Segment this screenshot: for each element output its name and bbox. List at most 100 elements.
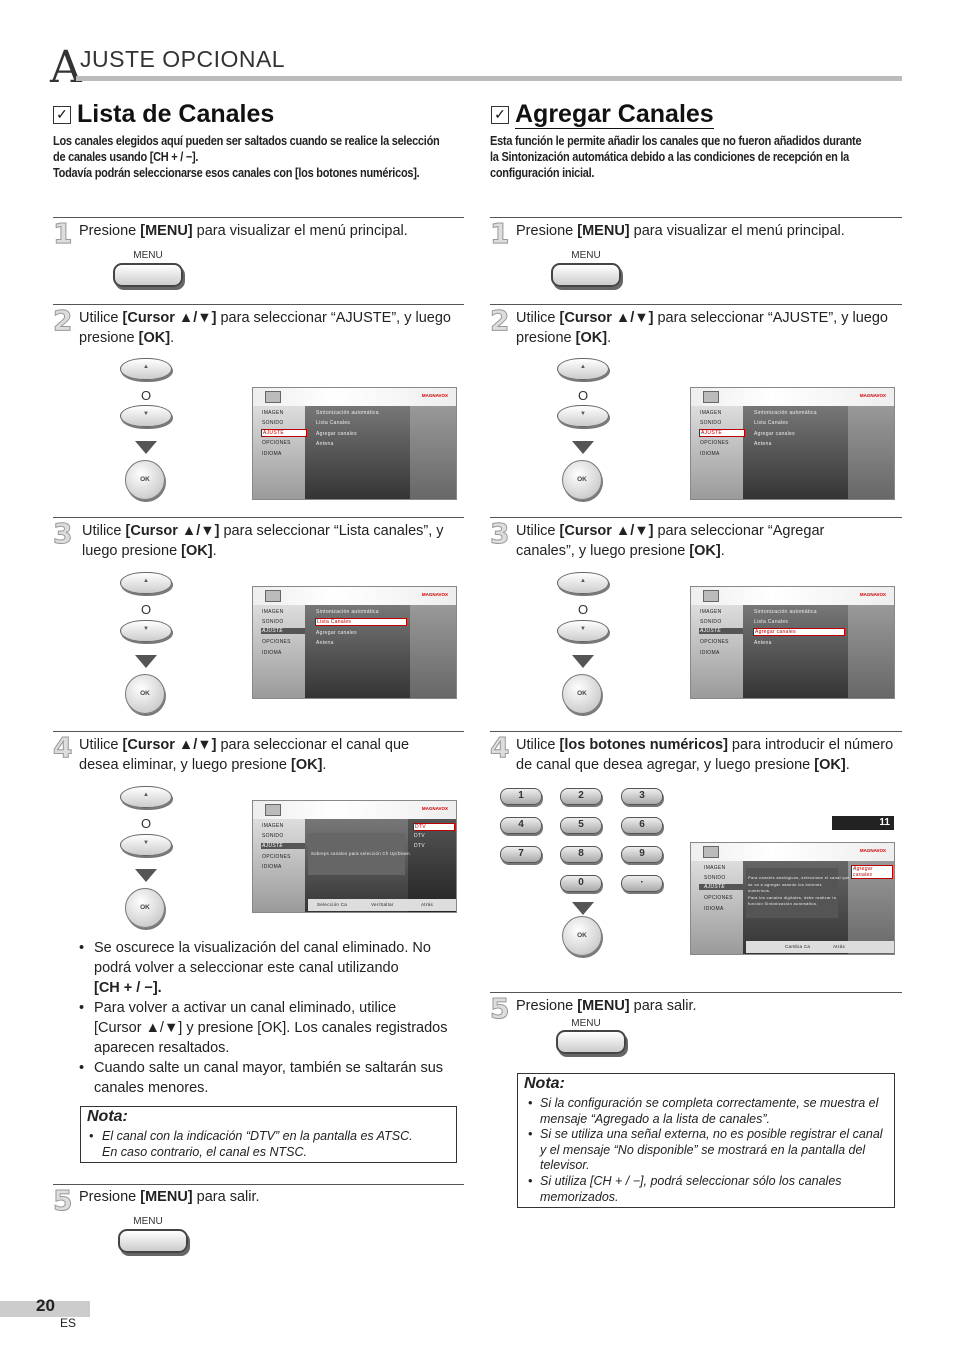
menu-label: MENU bbox=[571, 1018, 601, 1029]
step-rule bbox=[53, 217, 464, 218]
tv-screen-lista: MAGNAVOX IMAGEN SONIDO AJUSTE OPCIONES I… bbox=[252, 586, 457, 699]
step-number: 4 bbox=[52, 731, 73, 764]
menu-button bbox=[556, 1030, 626, 1054]
page-number: 20 bbox=[36, 1296, 55, 1315]
or-label: O bbox=[140, 388, 152, 403]
tv-screen-ajuste: MAGNAVOX IMAGEN SONIDO AJUSTE OPCIONES I… bbox=[252, 387, 457, 500]
step-text: Utilice [Cursor ▲/▼] para seleccionar “A… bbox=[516, 310, 888, 346]
number-key-6: 6 bbox=[621, 817, 663, 834]
intro-agregar: Esta función le permite añadir los canal… bbox=[490, 134, 862, 180]
step-text: Presione [MENU] para salir. bbox=[516, 998, 697, 1014]
cursor-up-button: ▲ bbox=[120, 572, 172, 594]
cursor-down-button: ▼ bbox=[120, 834, 172, 856]
nota-bullet: • bbox=[528, 1174, 533, 1188]
nota-text: Si se utiliza una señal externa, no es p… bbox=[540, 1127, 883, 1172]
ok-button: OK bbox=[562, 460, 602, 500]
step-rule bbox=[490, 217, 902, 218]
step-number: 3 bbox=[489, 517, 510, 550]
step-number: 3 bbox=[52, 517, 73, 550]
step-number: 1 bbox=[52, 217, 73, 250]
step-number: 4 bbox=[489, 731, 510, 764]
channel-display: 11 bbox=[832, 816, 894, 830]
arrow-down-icon bbox=[572, 441, 594, 454]
cursor-down-button: ▼ bbox=[120, 405, 172, 427]
nota-text: Si utiliza [CH + / −], podrá seleccionar… bbox=[540, 1174, 842, 1204]
nota-box: Nota: • El canal con la indicación “DTV”… bbox=[80, 1106, 457, 1163]
section-title-agregar: ✓Agregar Canales bbox=[491, 100, 714, 129]
header-rule bbox=[76, 76, 902, 81]
step-rule bbox=[53, 731, 464, 732]
add-message: Para canales analógicos, seleccione el c… bbox=[748, 875, 850, 906]
number-key-dot: · bbox=[621, 875, 663, 892]
step-rule bbox=[53, 1184, 464, 1185]
nota-bullet: • bbox=[528, 1096, 533, 1110]
number-key-0: 0 bbox=[560, 875, 602, 892]
or-label: O bbox=[577, 388, 589, 403]
step-rule bbox=[53, 304, 464, 305]
cursor-down-button: ▼ bbox=[120, 620, 172, 642]
nota-bullet: • bbox=[89, 1129, 94, 1143]
number-key-3: 3 bbox=[621, 788, 663, 805]
ok-button: OK bbox=[125, 674, 165, 714]
step-rule bbox=[490, 304, 902, 305]
cursor-up-button: ▲ bbox=[120, 786, 172, 808]
step-rule bbox=[490, 992, 902, 993]
number-key-2: 2 bbox=[560, 788, 602, 805]
header-title: JUSTE OPCIONAL bbox=[80, 46, 286, 72]
step-text: Utilice [los botones numéricos] para int… bbox=[516, 737, 894, 773]
menu-button bbox=[551, 263, 621, 287]
step-number: 5 bbox=[489, 992, 510, 1025]
ok-button: OK bbox=[125, 460, 165, 500]
page-tab bbox=[0, 1301, 90, 1317]
cursor-down-button: ▼ bbox=[557, 620, 609, 642]
step-text: Utilice [Cursor ▲/▼] para seleccionar el… bbox=[79, 737, 410, 773]
step-rule bbox=[53, 517, 464, 518]
arrow-down-icon bbox=[572, 655, 594, 668]
number-key-8: 8 bbox=[560, 846, 602, 863]
menu-label: MENU bbox=[133, 250, 163, 261]
ok-button: OK bbox=[562, 916, 602, 956]
nota-box: Nota: • Si la configuración se completa … bbox=[517, 1073, 895, 1208]
tv-screen-skip: MAGNAVOX IMAGEN SONIDO AJUSTE OPCIONES I… bbox=[252, 800, 457, 913]
header-initial: A bbox=[50, 42, 82, 93]
number-key-5: 5 bbox=[560, 817, 602, 834]
checkbox-icon: ✓ bbox=[53, 106, 71, 124]
step-rule bbox=[490, 517, 902, 518]
cursor-down-button: ▼ bbox=[557, 405, 609, 427]
intro-lista: Los canales elegidos aquí pueden ser sal… bbox=[53, 134, 440, 180]
tv-icon bbox=[265, 391, 281, 403]
nota-text: El canal con la indicación “DTV” en la p… bbox=[102, 1129, 413, 1159]
number-key-4: 4 bbox=[500, 817, 542, 834]
list-item: •Cuando salte un canal mayor, también se… bbox=[79, 1060, 444, 1096]
tv-screen-ajuste: MAGNAVOX IMAGEN SONIDO AJUSTE OPCIONES I… bbox=[690, 387, 895, 500]
nota-bullet: • bbox=[528, 1127, 533, 1141]
checkbox-icon: ✓ bbox=[491, 106, 509, 124]
number-key-1: 1 bbox=[500, 788, 542, 805]
cursor-up-button: ▲ bbox=[120, 358, 172, 380]
arrow-down-icon bbox=[135, 869, 157, 882]
menu-label: MENU bbox=[133, 1216, 163, 1227]
number-key-9: 9 bbox=[621, 846, 663, 863]
list-item: •Para volver a activar un canal eliminad… bbox=[79, 1000, 448, 1056]
menu-button bbox=[113, 263, 183, 287]
arrow-down-icon bbox=[572, 902, 594, 915]
step-text: Presione [MENU] para salir. bbox=[79, 1189, 260, 1205]
arrow-down-icon bbox=[135, 441, 157, 454]
nota-title: Nota: bbox=[87, 1108, 128, 1125]
step-number: 2 bbox=[52, 304, 73, 337]
step-text: Utilice [Cursor ▲/▼] para seleccionar “A… bbox=[516, 523, 825, 559]
step-text: Utilice [Cursor ▲/▼] para seleccionar “A… bbox=[79, 310, 451, 346]
step-number: 1 bbox=[489, 217, 510, 250]
step-text: Presione [MENU] para visualizar el menú … bbox=[516, 223, 845, 239]
tv-screen-agregar: MAGNAVOX IMAGEN SONIDO AJUSTE OPCIONES I… bbox=[690, 586, 895, 699]
nota-title: Nota: bbox=[524, 1075, 565, 1092]
step-number: 2 bbox=[489, 304, 510, 337]
ok-button: OK bbox=[562, 674, 602, 714]
number-key-7: 7 bbox=[500, 846, 542, 863]
nota-text: Si la configuración se completa correcta… bbox=[540, 1096, 879, 1126]
page-lang: ES bbox=[60, 1316, 77, 1330]
step-number: 5 bbox=[52, 1184, 73, 1217]
section-title-lista: ✓Lista de Canales bbox=[53, 100, 274, 129]
list-item: •Se oscurece la visualización del canal … bbox=[79, 940, 431, 996]
or-label: O bbox=[577, 602, 589, 617]
